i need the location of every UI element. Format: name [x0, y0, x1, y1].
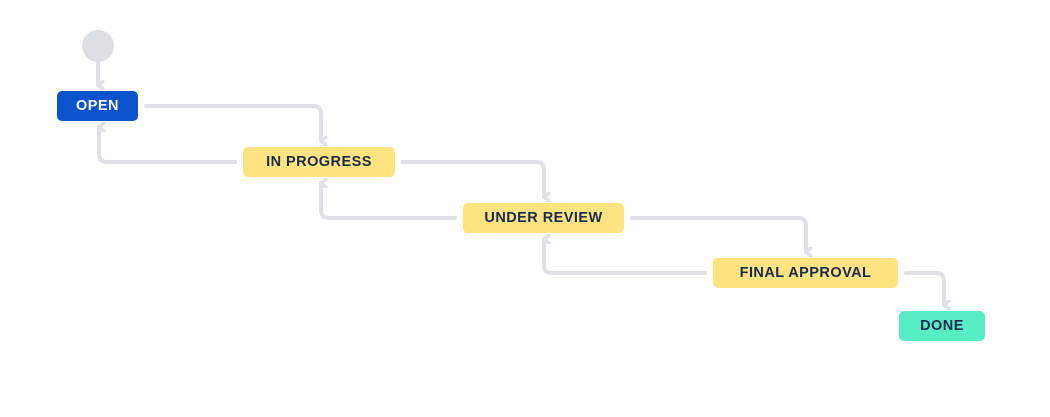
edge-open-to-progress — [144, 104, 321, 141]
status-node-final-approval[interactable]: FINAL APPROVAL — [713, 258, 898, 288]
edge-review-to-approval — [630, 216, 806, 252]
status-node-under-review-label: UNDER REVIEW — [484, 209, 603, 226]
status-node-in-progress[interactable]: IN PROGRESS — [243, 147, 395, 177]
edge-approval-to-review — [542, 239, 707, 275]
edge-progress-to-open — [97, 127, 237, 164]
status-node-final-approval-label: FINAL APPROVAL — [739, 264, 872, 281]
status-node-open-label: OPEN — [76, 97, 119, 114]
status-node-in-progress-label: IN PROGRESS — [266, 153, 372, 170]
edge-approval-to-done — [904, 271, 944, 305]
edge-review-to-progress — [319, 183, 457, 220]
status-node-open[interactable]: OPEN — [57, 91, 138, 121]
edge-progress-to-review — [401, 160, 544, 197]
status-node-under-review[interactable]: UNDER REVIEW — [463, 203, 624, 233]
status-node-done[interactable]: DONE — [899, 311, 985, 341]
workflow-start-marker — [82, 30, 114, 62]
status-node-done-label: DONE — [920, 317, 964, 334]
